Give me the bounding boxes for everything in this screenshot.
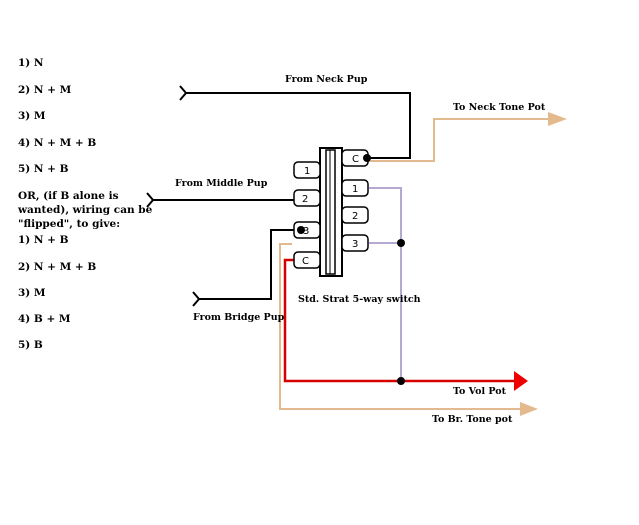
neck-pup-wire	[186, 92, 411, 159]
bridge-pup-wire-end	[192, 291, 201, 307]
terminal-label: 3	[303, 226, 309, 237]
pickup-wires	[146, 85, 411, 307]
bridge-tone-wire	[279, 243, 520, 410]
note-line: "flipped", to give:	[18, 218, 120, 230]
terminal-label: 1	[352, 184, 358, 195]
bridge-pup-wire	[199, 229, 300, 300]
terminal-label: C	[352, 154, 359, 165]
terminal-right-2: 2	[341, 206, 369, 224]
position-item: 4) N + M + B	[18, 137, 96, 149]
bridge-pup-label: From Bridge Pup	[193, 312, 285, 323]
terminal-label: 2	[352, 211, 358, 222]
position-item: 2) N + M	[18, 84, 72, 96]
neck-tone-label: To Neck Tone Pot	[453, 102, 546, 113]
note-line: OR, (if B alone is	[18, 190, 119, 202]
flipped-position-item: 5) B	[18, 339, 43, 351]
note-line: wanted), wiring can be	[17, 204, 153, 216]
position-item: 5) N + B	[18, 163, 69, 175]
middle-pup-wire-end	[146, 192, 155, 208]
flipped-position-item: 1) N + B	[18, 234, 69, 246]
middle-pup-label: From Middle Pup	[175, 178, 268, 189]
vol-arrowhead	[514, 371, 528, 391]
terminal-left-3: 3	[293, 221, 321, 239]
position-item: 3) M	[18, 110, 46, 122]
bridge-tone-arrowhead	[520, 402, 538, 416]
position-item: 1) N	[18, 57, 44, 69]
flipped-position-item: 2) N + M + B	[18, 261, 96, 273]
junction-dot	[297, 226, 305, 234]
solder-junctions	[297, 154, 405, 385]
terminal-right-3: 3	[341, 234, 369, 252]
terminal-right-1: 1	[341, 179, 369, 197]
neck-pup-wire-end	[179, 85, 188, 101]
vol-wire	[283, 258, 514, 383]
bridge-tone-label: To Br. Tone pot	[432, 414, 513, 425]
terminal-label: C	[302, 256, 309, 267]
junction-dot	[397, 377, 405, 385]
neck-pup-label: From Neck Pup	[285, 74, 368, 85]
neck-tone-wire	[368, 118, 548, 162]
terminal-left-c: C	[293, 251, 321, 269]
junction-dot	[397, 239, 405, 247]
junction-dot	[363, 154, 371, 162]
neck-tone-arrowhead	[548, 112, 567, 126]
flipped-position-item: 3) M	[18, 287, 46, 299]
flipped-position-item: 4) B + M	[18, 313, 71, 325]
terminal-label: 2	[302, 194, 308, 205]
terminal-left-2: 2	[293, 189, 321, 207]
terminal-left-1: 1	[293, 161, 321, 179]
position-list: 1) N 2) N + M 3) M 4) N + M + B 5) N + B…	[17, 57, 153, 351]
vol-label: To Vol Pot	[453, 386, 507, 397]
terminal-label: 1	[304, 166, 310, 177]
switch-body	[319, 147, 343, 277]
terminal-label: 3	[352, 239, 358, 250]
switch-label: Std. Strat 5-way switch	[298, 294, 421, 305]
